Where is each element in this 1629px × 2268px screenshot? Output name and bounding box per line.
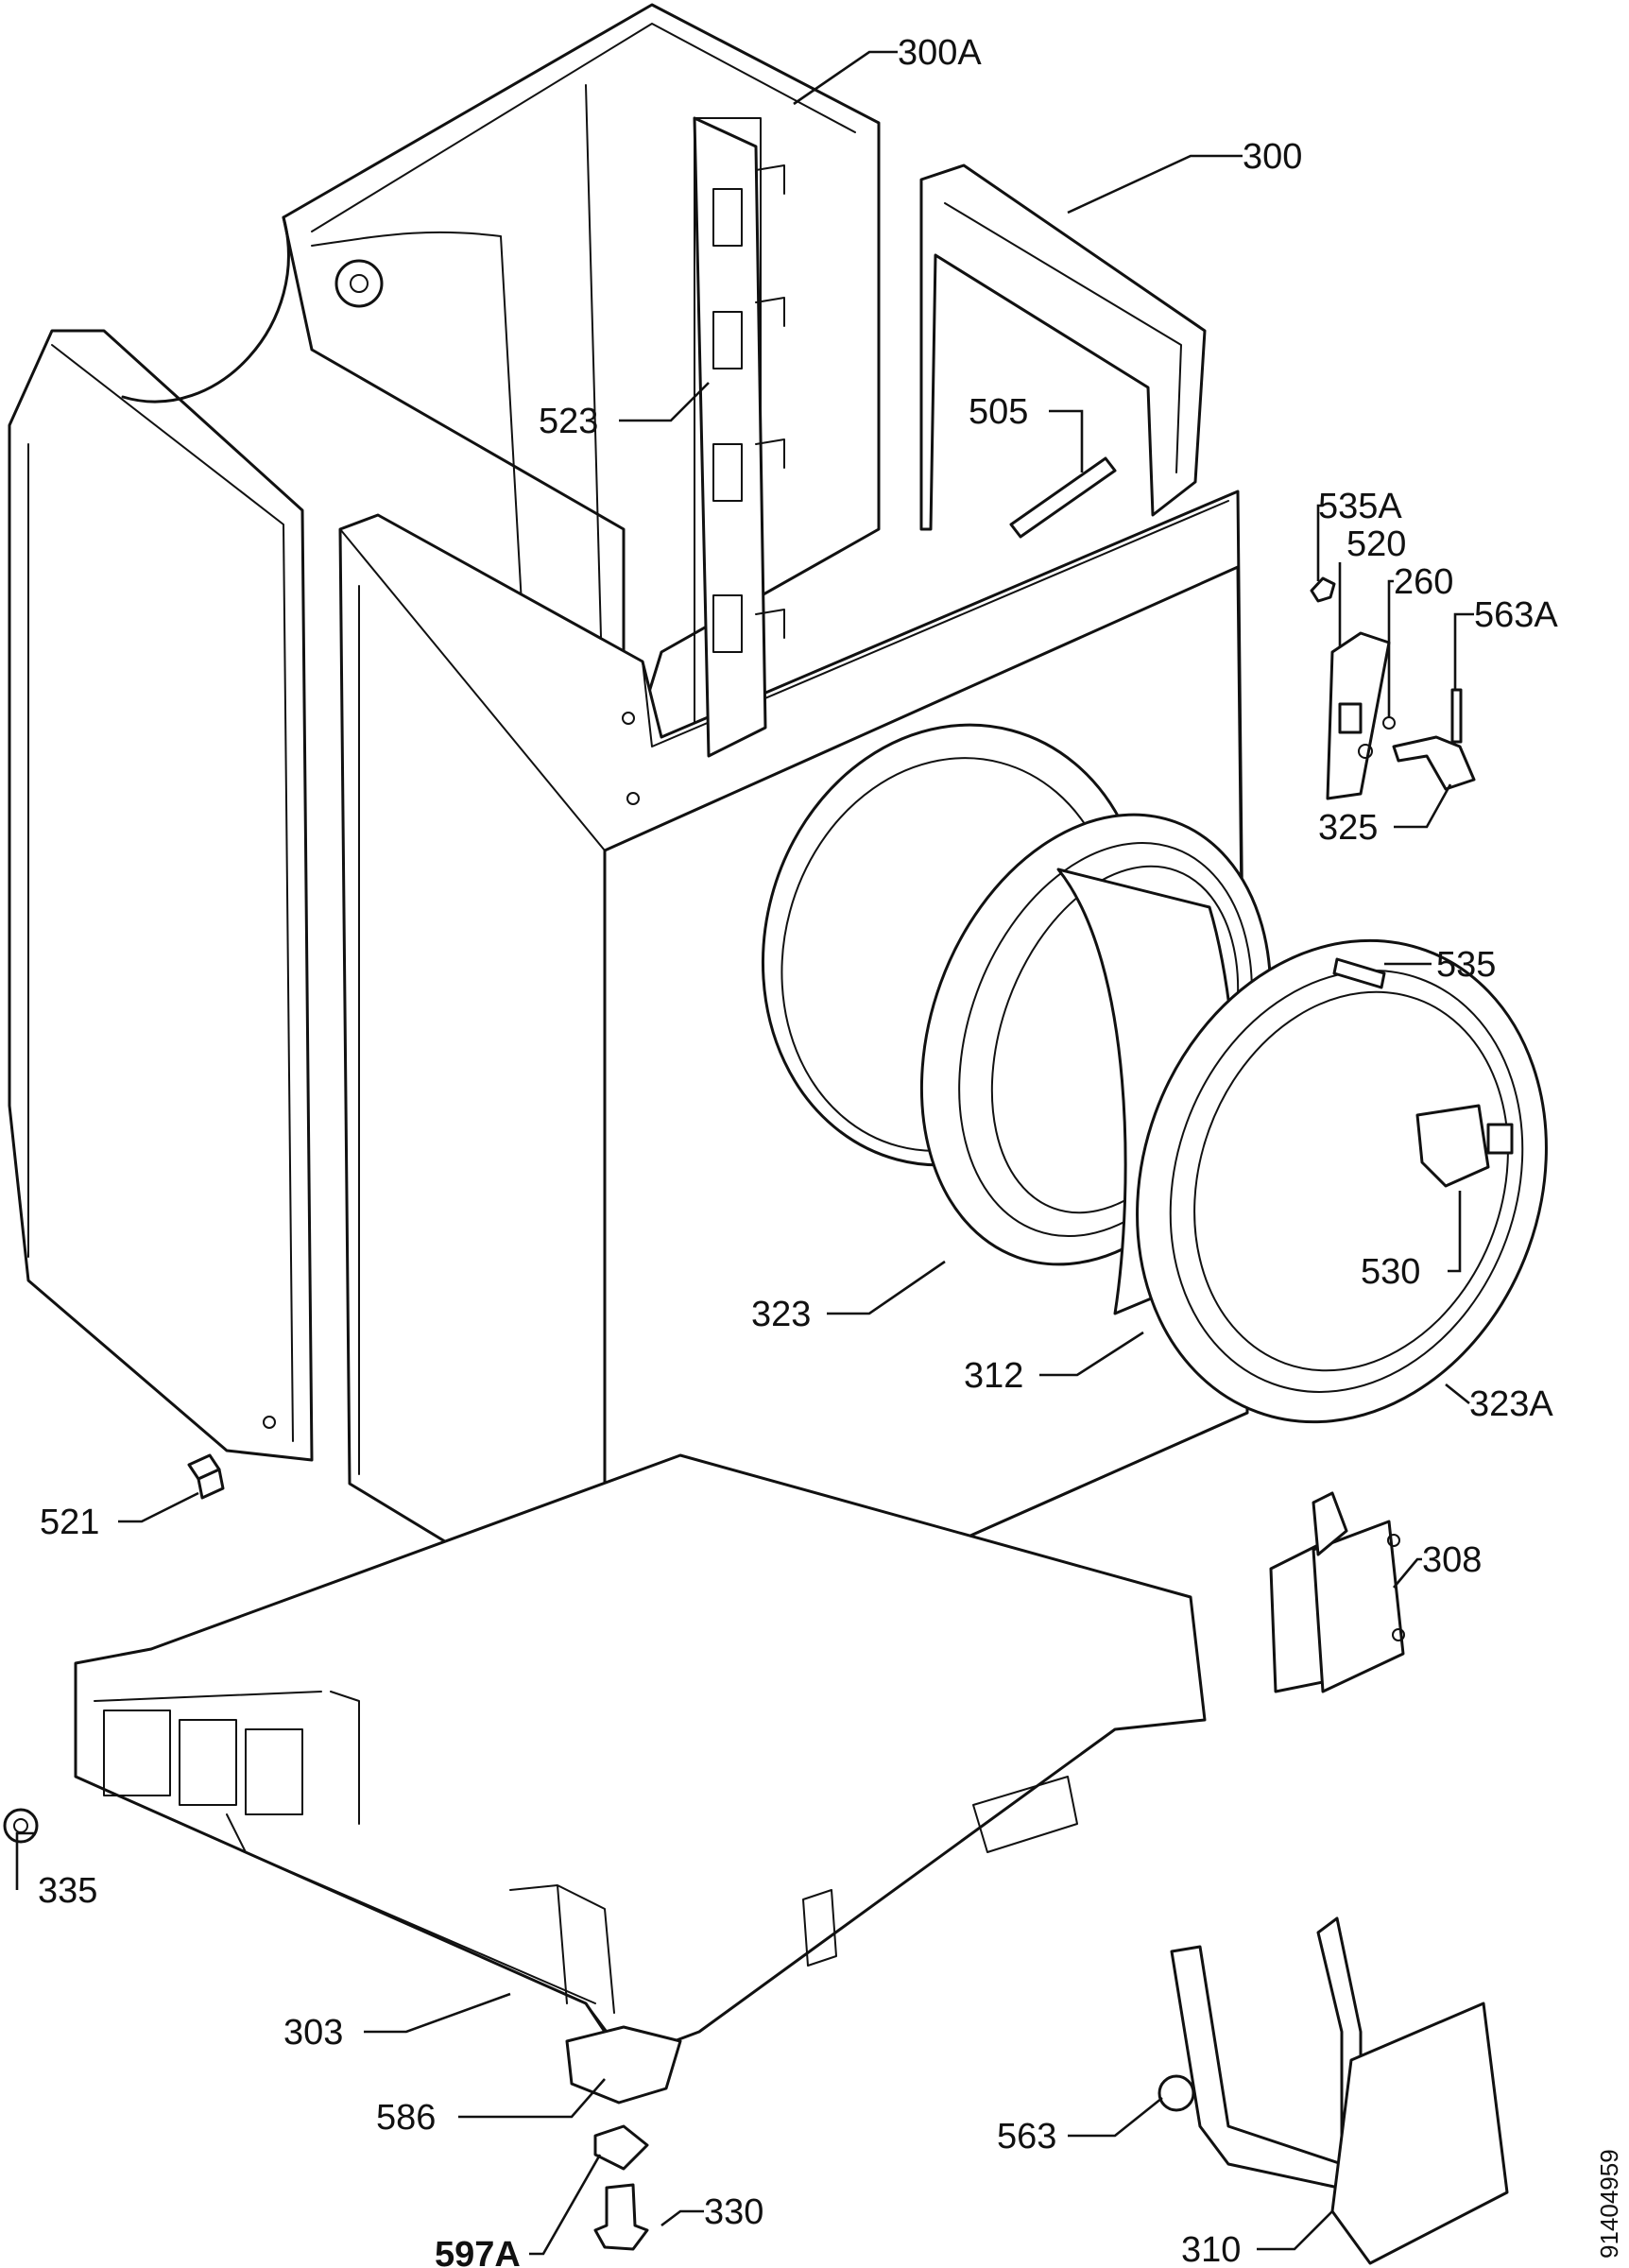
- rear-panel-strip-523: [693, 116, 785, 758]
- label-323A: 323A: [1469, 1384, 1553, 1424]
- label-520: 520: [1346, 524, 1406, 564]
- front-frame-300: [919, 163, 1207, 531]
- screw-521: [187, 1453, 225, 1500]
- document-id: 91404959: [1595, 2149, 1623, 2259]
- label-300: 300: [1243, 137, 1302, 177]
- lock-assembly: [1310, 576, 1476, 800]
- pin-535: [1332, 957, 1386, 989]
- label-563: 563: [997, 2117, 1056, 2156]
- rod-505: [1009, 456, 1117, 539]
- door-handle-530: [1415, 1104, 1514, 1188]
- label-312: 312: [964, 1356, 1023, 1396]
- label-563A: 563A: [1474, 595, 1558, 635]
- hinge-308: [1269, 1491, 1405, 1693]
- door-323A: [1136, 938, 1548, 1424]
- label-535A: 535A: [1318, 487, 1402, 526]
- cover-plate-310: [1330, 2002, 1509, 2265]
- left-side-panel: [8, 329, 314, 1462]
- label-330: 330: [704, 2192, 763, 2232]
- label-505: 505: [969, 392, 1028, 432]
- label-335: 335: [38, 1871, 97, 1911]
- label-303: 303: [283, 2013, 343, 2053]
- label-586: 586: [376, 2098, 436, 2138]
- lower-bracket-563: [1157, 1916, 1363, 2194]
- label-323: 323: [751, 1295, 811, 1334]
- base-frame-303: [74, 1453, 1207, 2062]
- nut-335: [3, 1808, 39, 1844]
- foot-assembly: [565, 2025, 682, 2251]
- label-523: 523: [539, 402, 598, 441]
- label-325: 325: [1318, 808, 1378, 848]
- label-535: 535: [1436, 945, 1496, 985]
- label-260: 260: [1394, 562, 1453, 602]
- label-310: 310: [1181, 2230, 1241, 2268]
- label-308: 308: [1422, 1540, 1482, 1580]
- label-597A: 597A: [435, 2235, 521, 2268]
- label-300A: 300A: [898, 33, 982, 73]
- leader-lines: [15, 50, 1474, 2256]
- label-521: 521: [40, 1503, 99, 1542]
- part-labels: 300A 300 523 505 535A 520 260 563A 325 5…: [38, 33, 1623, 2268]
- label-530: 530: [1361, 1252, 1420, 1292]
